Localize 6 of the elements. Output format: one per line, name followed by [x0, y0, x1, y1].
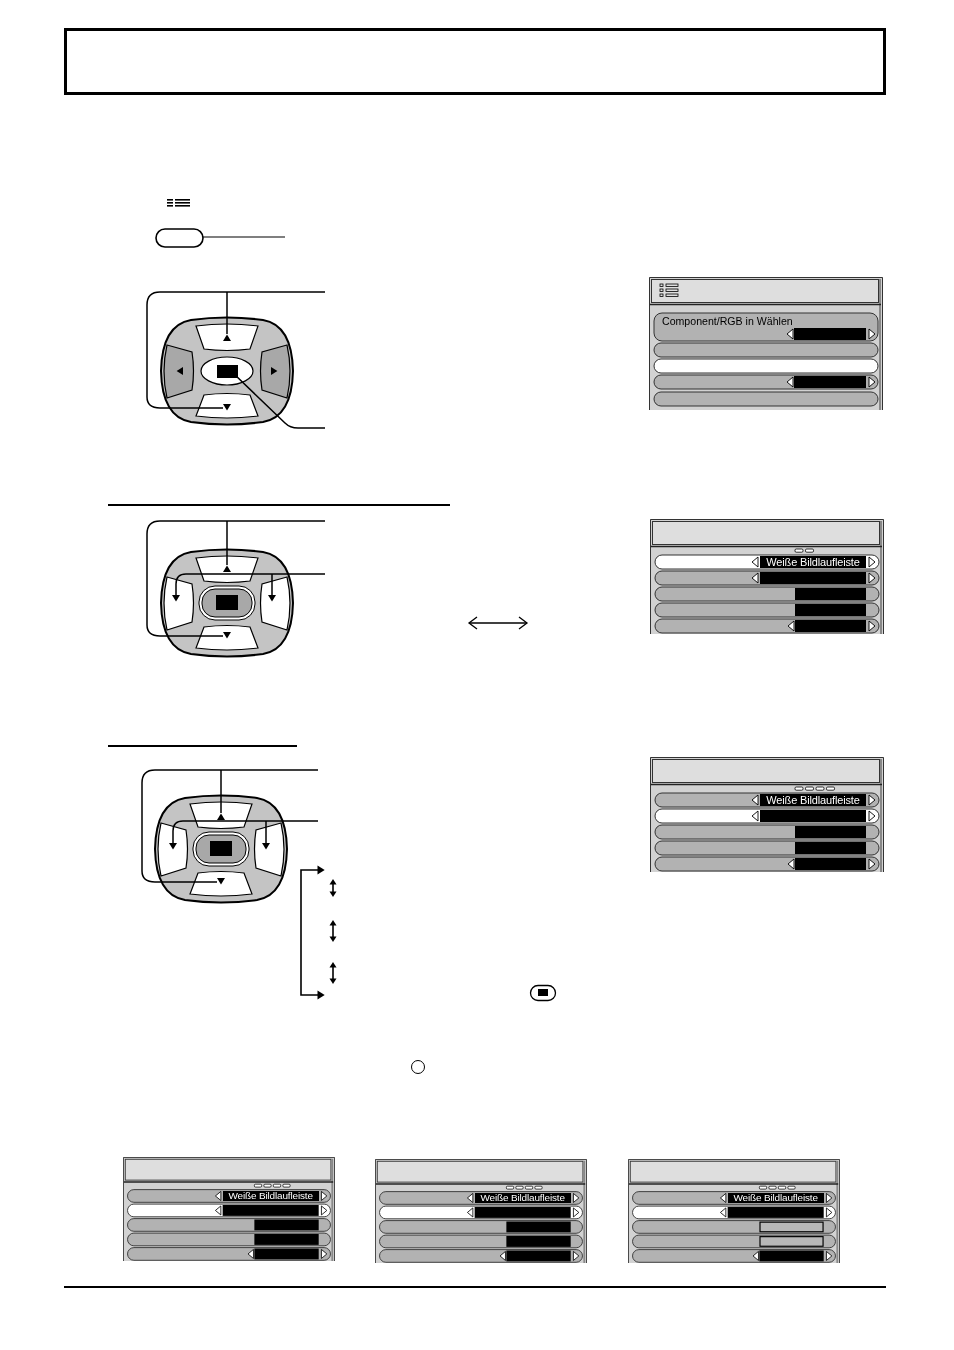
setting-value: Weiße Bildlaufleiste — [760, 794, 866, 806]
setting-value: Weiße Bildlaufleiste — [222, 1190, 319, 1202]
setting-value: Weiße Bildlaufleiste — [760, 556, 866, 568]
menu-item-label: Component/RGB in Wählen — [662, 315, 793, 328]
setting-value: Weiße Bildlaufleiste — [474, 1192, 571, 1204]
setting-value: Weiße Bildlaufleiste — [727, 1192, 824, 1204]
